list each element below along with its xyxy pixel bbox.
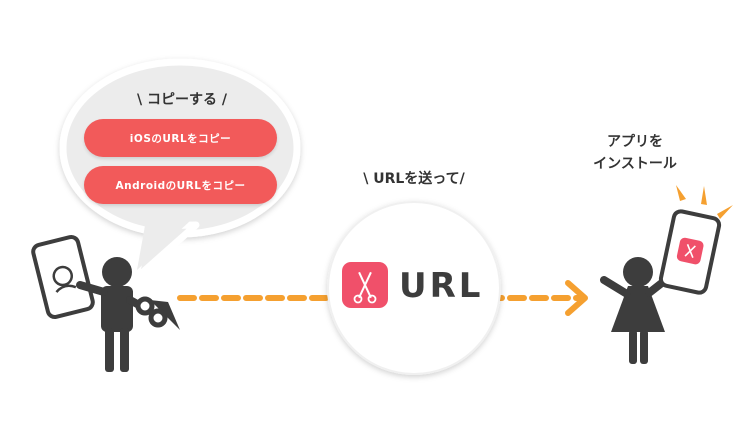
- copy-heading: \ コピーする /: [137, 92, 227, 108]
- scissors-icon: [135, 296, 180, 330]
- app-logo-icon: [342, 262, 388, 308]
- installed-phone-icon: [658, 209, 722, 295]
- install-heading-line2: インストール: [593, 156, 677, 172]
- phone-icon: [31, 235, 95, 319]
- sparkle-icon: [676, 185, 733, 219]
- install-heading-line1: アプリを: [607, 134, 663, 150]
- url-label: URL: [399, 266, 484, 306]
- send-url-heading: \ URLを送って/: [363, 171, 465, 187]
- copy-android-url-button[interactable]: AndroidのURLをコピー: [84, 166, 277, 204]
- url-circle: [327, 201, 501, 375]
- copy-ios-url-button[interactable]: iOSのURLをコピー: [84, 119, 277, 157]
